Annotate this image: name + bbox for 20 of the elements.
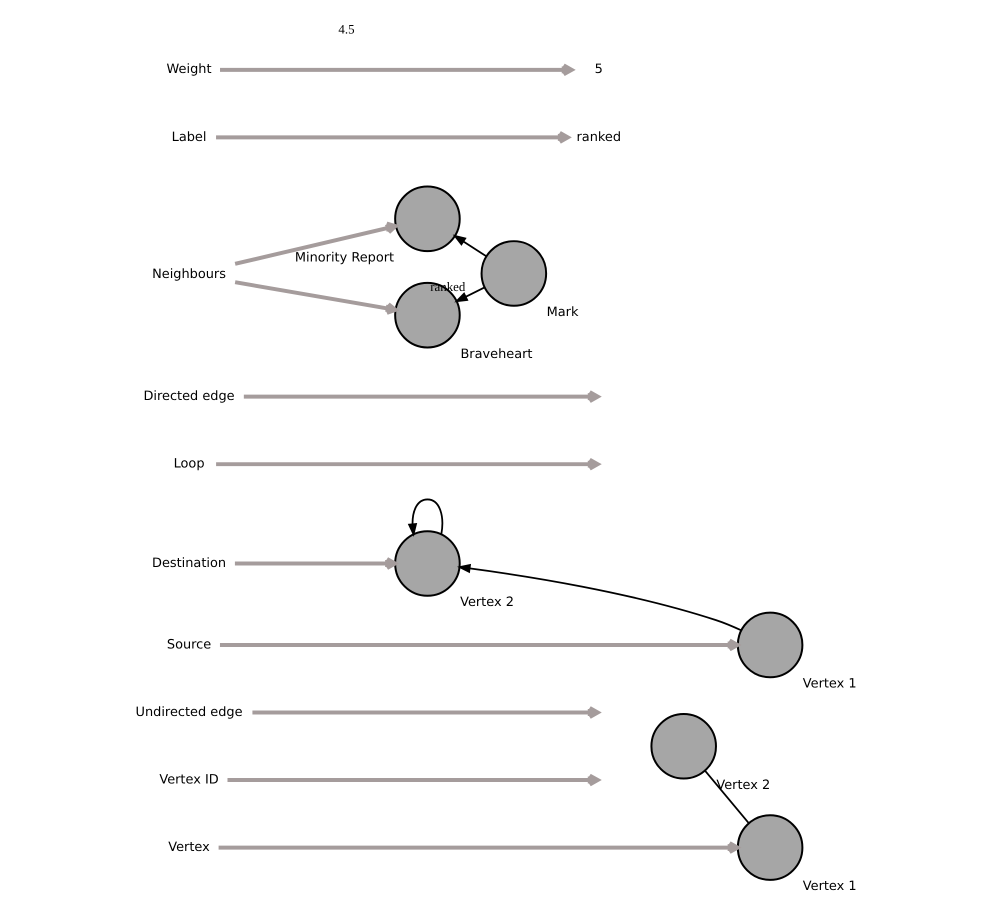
label: 4.5 [338,21,355,36]
node-label: Vertex 2 [460,595,514,610]
node-text: Destination [152,556,226,571]
node-text: Weight [166,62,212,78]
node-label: Vertex 1 [802,676,857,692]
node-text: Source [166,637,212,652]
node-text: Directed edge [143,389,235,404]
node-text: 5 [594,62,603,78]
node-label: Vertex 2 [716,778,770,793]
node-text: Loop [174,456,205,472]
node-text: Label [172,130,206,145]
node-label: Mark [546,305,578,320]
node-text: Undirected edge [136,704,243,720]
node-label: Braveheart [460,346,532,362]
node-text: ranked [576,130,622,145]
node-label: Minority Report [294,250,394,266]
node-text: Vertex [168,840,210,855]
node-label: Vertex 1 [802,879,857,894]
node-text: Vertex ID [159,772,219,788]
node-text: Neighbours [152,266,226,282]
